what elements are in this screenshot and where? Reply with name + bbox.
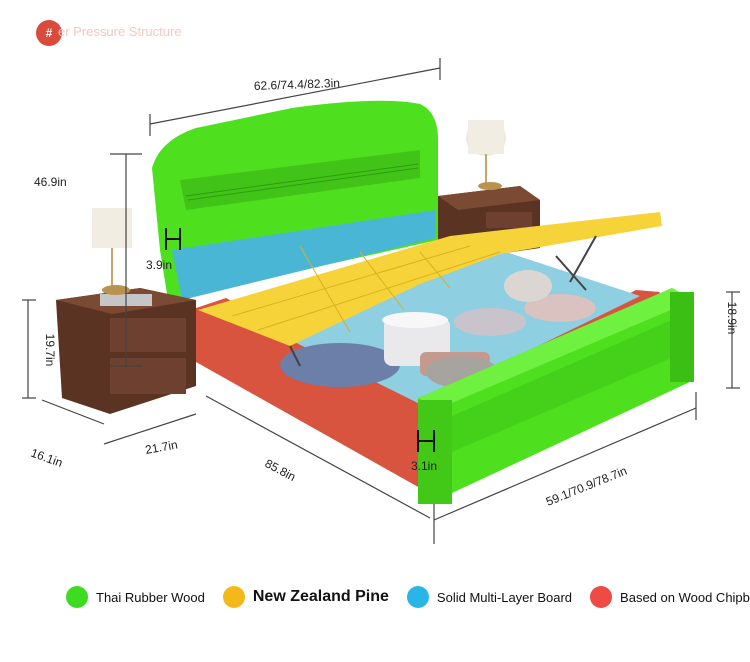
right-lamp [466, 120, 506, 190]
pine-slat-deck [198, 212, 662, 367]
dimension-lines [22, 58, 740, 544]
legend-label: New Zealand Pine [252, 588, 389, 605]
dim-bed-width: 59.1/70.9/78.7in [544, 464, 629, 509]
dim-total-height: 46.9in [34, 175, 67, 189]
storage-interior [250, 250, 640, 404]
footboard [418, 288, 694, 504]
header-title: er Pressure Structure [58, 24, 182, 39]
dim-footboard-height: 18.9in [725, 302, 739, 335]
material-legend: Thai Rubber Wood New Zealand Pine Solid … [66, 584, 750, 610]
dim-bed-length: 85.8in [263, 456, 298, 484]
legend-item-rubber-wood: Thai Rubber Wood [66, 586, 205, 608]
legend-item-multi-layer: Solid Multi-Layer Board [406, 586, 573, 608]
rail-markers [165, 228, 435, 452]
dim-nightstand-height: 19.7in [43, 334, 57, 367]
legend-label: Based on Wood Chipboard [620, 589, 750, 605]
legend-dot-icon [406, 586, 429, 608]
dim-headboard-rail: 3.9in [146, 258, 172, 272]
dim-footboard-rail: 3.1in [411, 459, 437, 473]
legend-dot-icon [66, 586, 88, 608]
legend-dot-icon [222, 586, 245, 608]
header-badge: # [36, 20, 62, 46]
legend-label: Thai Rubber Wood [96, 589, 205, 605]
legend-item-pine: New Zealand Pine [222, 586, 389, 608]
dim-headboard-width: 62.6/74.4/82.3in [254, 76, 341, 93]
dim-nightstand-depth: 16.1in [29, 446, 65, 470]
headboard [152, 100, 438, 300]
left-lamp [92, 208, 132, 295]
legend-dot-icon [590, 586, 613, 608]
legend-label: Solid Multi-Layer Board [436, 589, 573, 605]
dim-nightstand-width: 21.7in [144, 437, 179, 456]
legend-item-chipboard: Based on Wood Chipboard [590, 586, 750, 608]
